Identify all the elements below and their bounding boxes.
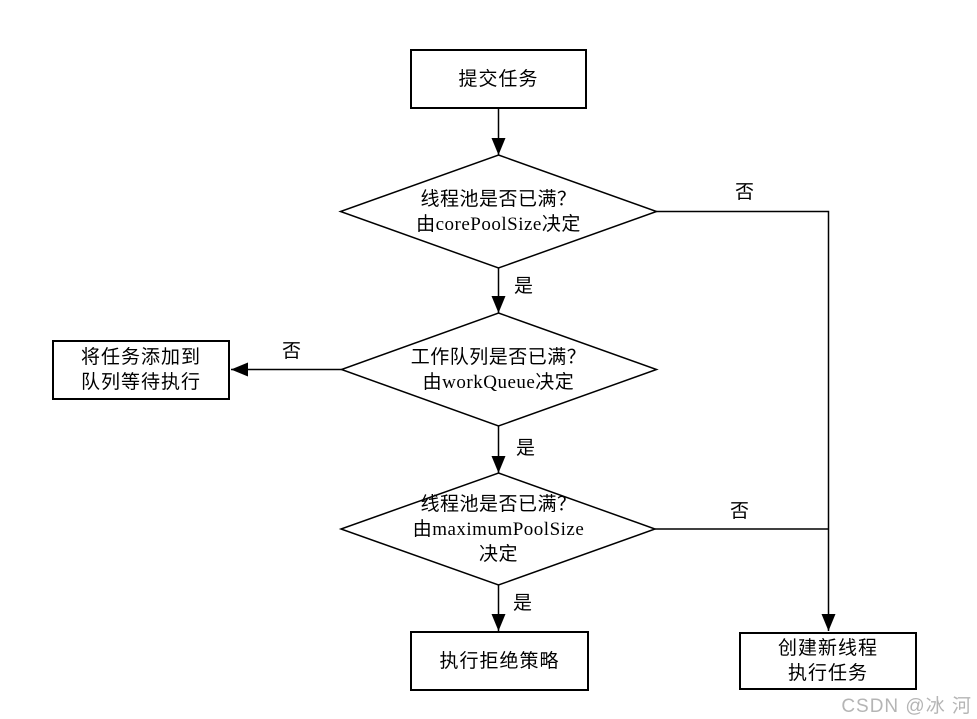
node-create-new-thread: 创建新线程 执行任务 (739, 632, 917, 690)
decision-work-queue-line2: 由workQueue决定 (422, 372, 575, 393)
decision-max-pool-diamond (338, 472, 658, 586)
decision-core-pool-line2: 由corePoolSize决定 (416, 214, 581, 235)
node-add-to-queue: 将任务添加到 队列等待执行 (52, 340, 230, 400)
decision-work-queue-line1: 工作队列是否已满？ (410, 347, 587, 368)
decision-max-pool-text: 线程池是否已满？ 由maximumPoolSize 决定 (338, 492, 659, 567)
decision-max-pool-line3: 决定 (478, 544, 518, 565)
edge-label-core-yes: 是 (514, 276, 534, 297)
node-add-to-queue-line2: 队列等待执行 (80, 372, 201, 393)
node-submit-task-label: 提交任务 (458, 68, 539, 90)
edge-label-queue-no: 否 (282, 341, 302, 362)
decision-core-pool-text: 线程池是否已满？ 由corePoolSize决定 (338, 187, 659, 237)
csdn-watermark: CSDN @冰 河 (841, 696, 972, 717)
decision-max-pool-line2: 由maximumPoolSize (412, 519, 585, 540)
arrow-core-no-to-create-thread (656, 210, 836, 631)
edge-label-queue-yes: 是 (516, 438, 536, 459)
node-create-new-thread-line2: 执行任务 (787, 663, 868, 684)
decision-core-pool-line1: 线程池是否已满？ (420, 189, 577, 210)
edge-label-core-no: 否 (735, 182, 755, 203)
decision-work-queue-diamond (339, 312, 659, 427)
edge-label-max-yes: 是 (513, 593, 533, 614)
node-submit-task: 提交任务 (410, 49, 587, 109)
decision-max-pool-line1: 线程池是否已满？ (420, 494, 577, 515)
edge-label-max-no: 否 (730, 501, 750, 522)
decision-core-pool-diamond (338, 154, 659, 269)
node-reject-policy-label: 执行拒绝策略 (439, 650, 560, 672)
decision-work-queue-text: 工作队列是否已满？ 由workQueue决定 (338, 345, 659, 395)
node-add-to-queue-line1: 将任务添加到 (80, 347, 201, 368)
node-create-new-thread-line1: 创建新线程 (777, 638, 878, 659)
node-reject-policy: 执行拒绝策略 (410, 631, 589, 691)
